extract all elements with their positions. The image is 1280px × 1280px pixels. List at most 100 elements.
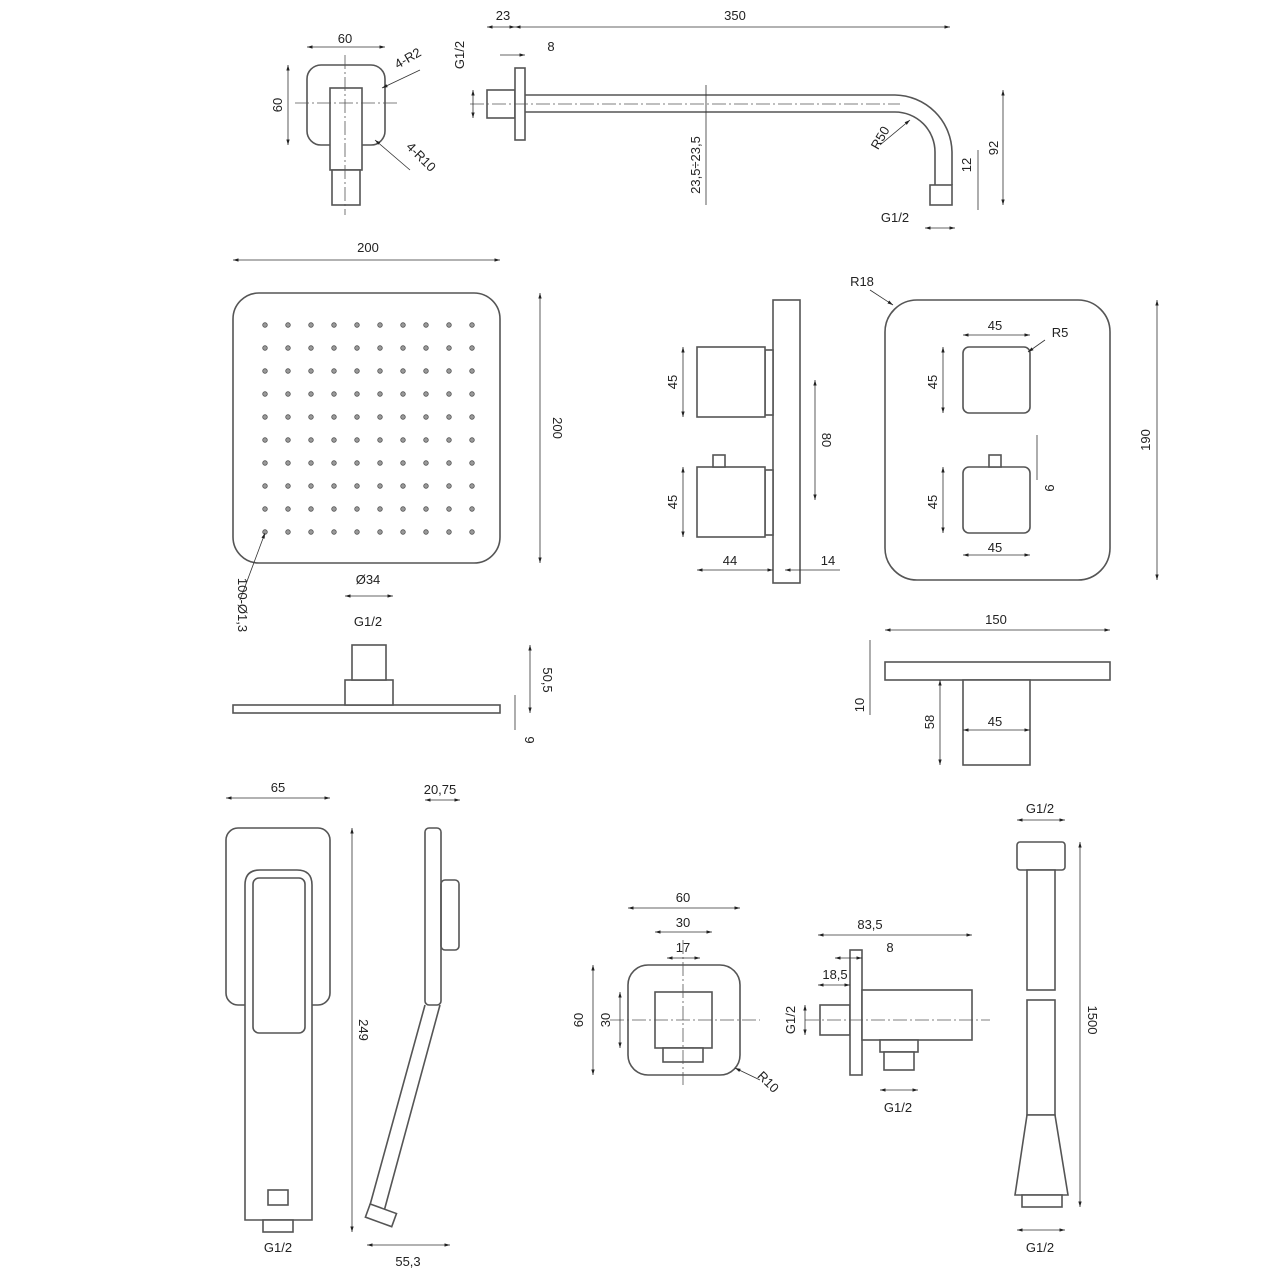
hand-head-label: 20,75 xyxy=(424,782,457,797)
nozzle-hole xyxy=(331,345,337,351)
side-depth-label: 44 xyxy=(723,553,737,568)
front-radius-label: R18 xyxy=(850,274,874,289)
nozzle-hole xyxy=(423,345,429,351)
nozzle-hole xyxy=(308,460,314,466)
nozzle-grid xyxy=(262,322,475,535)
nozzle-hole xyxy=(446,345,452,351)
nozzle-hole xyxy=(423,460,429,466)
thermostat-top-view: 150 10 58 45 xyxy=(852,612,1111,766)
nozzle-hole xyxy=(285,437,291,443)
arm-drop-label: 92 xyxy=(986,141,1001,155)
outlet-nut-label: 18,5 xyxy=(822,967,847,982)
wall-elbow-view: 60 60 4-R2 4-R10 xyxy=(270,31,439,215)
nozzle-hole xyxy=(377,460,383,466)
nozzle-hole xyxy=(400,460,406,466)
nozzle-hole xyxy=(469,391,475,397)
hand-thread-label: G1/2 xyxy=(264,1240,292,1255)
hand-length-label: 249 xyxy=(356,1019,371,1041)
nozzle-hole xyxy=(400,368,406,374)
nozzle-hole xyxy=(469,437,475,443)
nozzle-hole xyxy=(262,437,268,443)
nozzle-hole xyxy=(285,414,291,420)
outlet-thread-out-label: G1/2 xyxy=(884,1100,912,1115)
outlet-height-label: 60 xyxy=(571,1013,586,1027)
nozzle-hole xyxy=(354,460,360,466)
nozzle-hole xyxy=(400,529,406,535)
nozzle-hole xyxy=(262,391,268,397)
nozzle-hole xyxy=(469,460,475,466)
nozzle-hole xyxy=(423,368,429,374)
nozzle-hole xyxy=(446,460,452,466)
nozzle-hole xyxy=(446,414,452,420)
hose-view: G1/2 1500 G1/2 xyxy=(1014,801,1100,1255)
nozzle-hole xyxy=(308,414,314,420)
nozzle-hole xyxy=(354,483,360,489)
nozzle-hole xyxy=(285,483,291,489)
nozzle-hole xyxy=(377,483,383,489)
nozzle-hole xyxy=(377,322,383,328)
head-total-height-label: 50,5 xyxy=(540,667,555,692)
nozzle-hole xyxy=(423,322,429,328)
hose-length-label: 1500 xyxy=(1085,1006,1100,1035)
head-thread-label: G1/2 xyxy=(354,614,382,629)
top-depth-label: 58 xyxy=(922,715,937,729)
nozzle-hole xyxy=(308,437,314,443)
top-handle-label: 45 xyxy=(988,714,1002,729)
arm-flange-label: 8 xyxy=(547,39,554,54)
nozzle-hole xyxy=(262,414,268,420)
nozzle-hole xyxy=(377,414,383,420)
elbow-width-label: 60 xyxy=(338,31,352,46)
nozzle-hole xyxy=(285,460,291,466)
nozzle-hole xyxy=(446,437,452,443)
nozzle-hole xyxy=(262,460,268,466)
nozzle-hole xyxy=(354,506,360,512)
elbow-height-label: 60 xyxy=(270,98,285,112)
nozzle-hole xyxy=(377,437,383,443)
nozzle-hole xyxy=(446,368,452,374)
side-plate-label: 14 xyxy=(821,553,835,568)
outlet-radius-label: R10 xyxy=(754,1068,781,1095)
outlet-flange-label: 8 xyxy=(886,940,893,955)
nozzle-hole xyxy=(331,529,337,535)
shower-arm-view: 23 350 8 G1/2 23,5÷23,5 R50 12 92 G1/2 xyxy=(452,8,1005,230)
nozzle-hole xyxy=(400,506,406,512)
front-knob-label: 9 xyxy=(1042,484,1057,491)
head-connector-label: Ø34 xyxy=(356,572,381,587)
nozzle-hole xyxy=(285,345,291,351)
nozzle-hole xyxy=(446,391,452,397)
hand-width-label: 65 xyxy=(271,780,285,795)
outlet-inner-label: 30 xyxy=(676,915,690,930)
nozzle-hole xyxy=(446,506,452,512)
hand-shower-front-view: 65 249 G1/2 xyxy=(225,780,371,1255)
nozzle-hole xyxy=(423,437,429,443)
nozzle-hole xyxy=(377,506,383,512)
nozzle-hole xyxy=(262,506,268,512)
arm-length-label: 350 xyxy=(724,8,746,23)
nozzle-hole xyxy=(308,391,314,397)
hose-thread-bottom-label: G1/2 xyxy=(1026,1240,1054,1255)
nozzle-hole xyxy=(469,529,475,535)
nozzle-hole xyxy=(354,414,360,420)
nozzle-hole xyxy=(308,322,314,328)
outlet-inner-h-label: 30 xyxy=(598,1013,613,1027)
nozzle-hole xyxy=(400,437,406,443)
nozzle-hole xyxy=(423,506,429,512)
front-height-label: 190 xyxy=(1138,429,1153,451)
head-thickness-label: 9 xyxy=(522,736,537,743)
nozzle-hole xyxy=(354,322,360,328)
outlet-length-label: 83,5 xyxy=(857,917,882,932)
nozzle-hole xyxy=(331,368,337,374)
hand-shower-side-view: 20,75 55,3 xyxy=(364,782,460,1269)
nozzle-hole xyxy=(308,345,314,351)
nozzle-hole xyxy=(308,506,314,512)
nozzle-hole xyxy=(354,368,360,374)
hand-bottom-label: 55,3 xyxy=(395,1254,420,1269)
nozzle-hole xyxy=(469,322,475,328)
nozzle-hole xyxy=(285,322,291,328)
nozzle-hole xyxy=(377,391,383,397)
head-width-label: 200 xyxy=(357,240,379,255)
nozzle-hole xyxy=(331,391,337,397)
arm-nut-label: 23 xyxy=(496,8,510,23)
arm-thread-out-label: G1/2 xyxy=(881,210,909,225)
